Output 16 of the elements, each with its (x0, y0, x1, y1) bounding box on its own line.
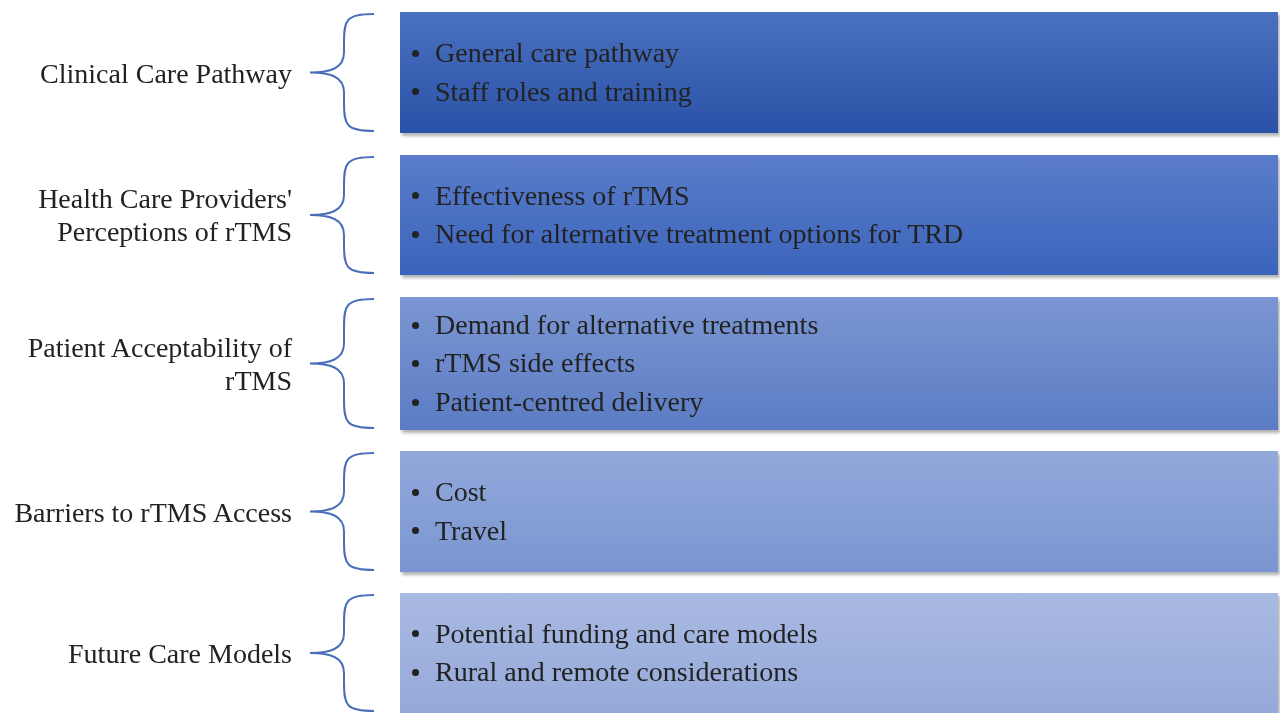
bullet-item: Cost (435, 475, 487, 509)
bullet-item: Potential funding and care models (435, 616, 818, 651)
bullet-item: Staff roles and training (435, 74, 692, 109)
bullet-item: General care pathway (435, 36, 680, 70)
bullet-item: Rural and remote considerations (435, 655, 799, 689)
bullet-item: rTMS side effects (435, 346, 636, 381)
theme-heading: Clinical Care Pathway (39, 56, 292, 89)
theme-heading: Barriers to rTMS Access (13, 495, 292, 528)
bullet-item: Need for alternative treatment options for TRD (435, 217, 964, 251)
theme-heading: Future Care Models (67, 636, 292, 670)
theme-heading: Health Care Providers' Perceptions of rTMS (37, 182, 292, 248)
bullet-item: Travel (435, 513, 508, 548)
bullet-item: Demand for alternative treatments (435, 307, 819, 342)
bullet-item: Effectiveness of rTMS (435, 178, 690, 213)
theme-heading: Patient Acceptability of rTMS (26, 330, 292, 397)
bullet-item: Patient-centred delivery (435, 384, 704, 419)
